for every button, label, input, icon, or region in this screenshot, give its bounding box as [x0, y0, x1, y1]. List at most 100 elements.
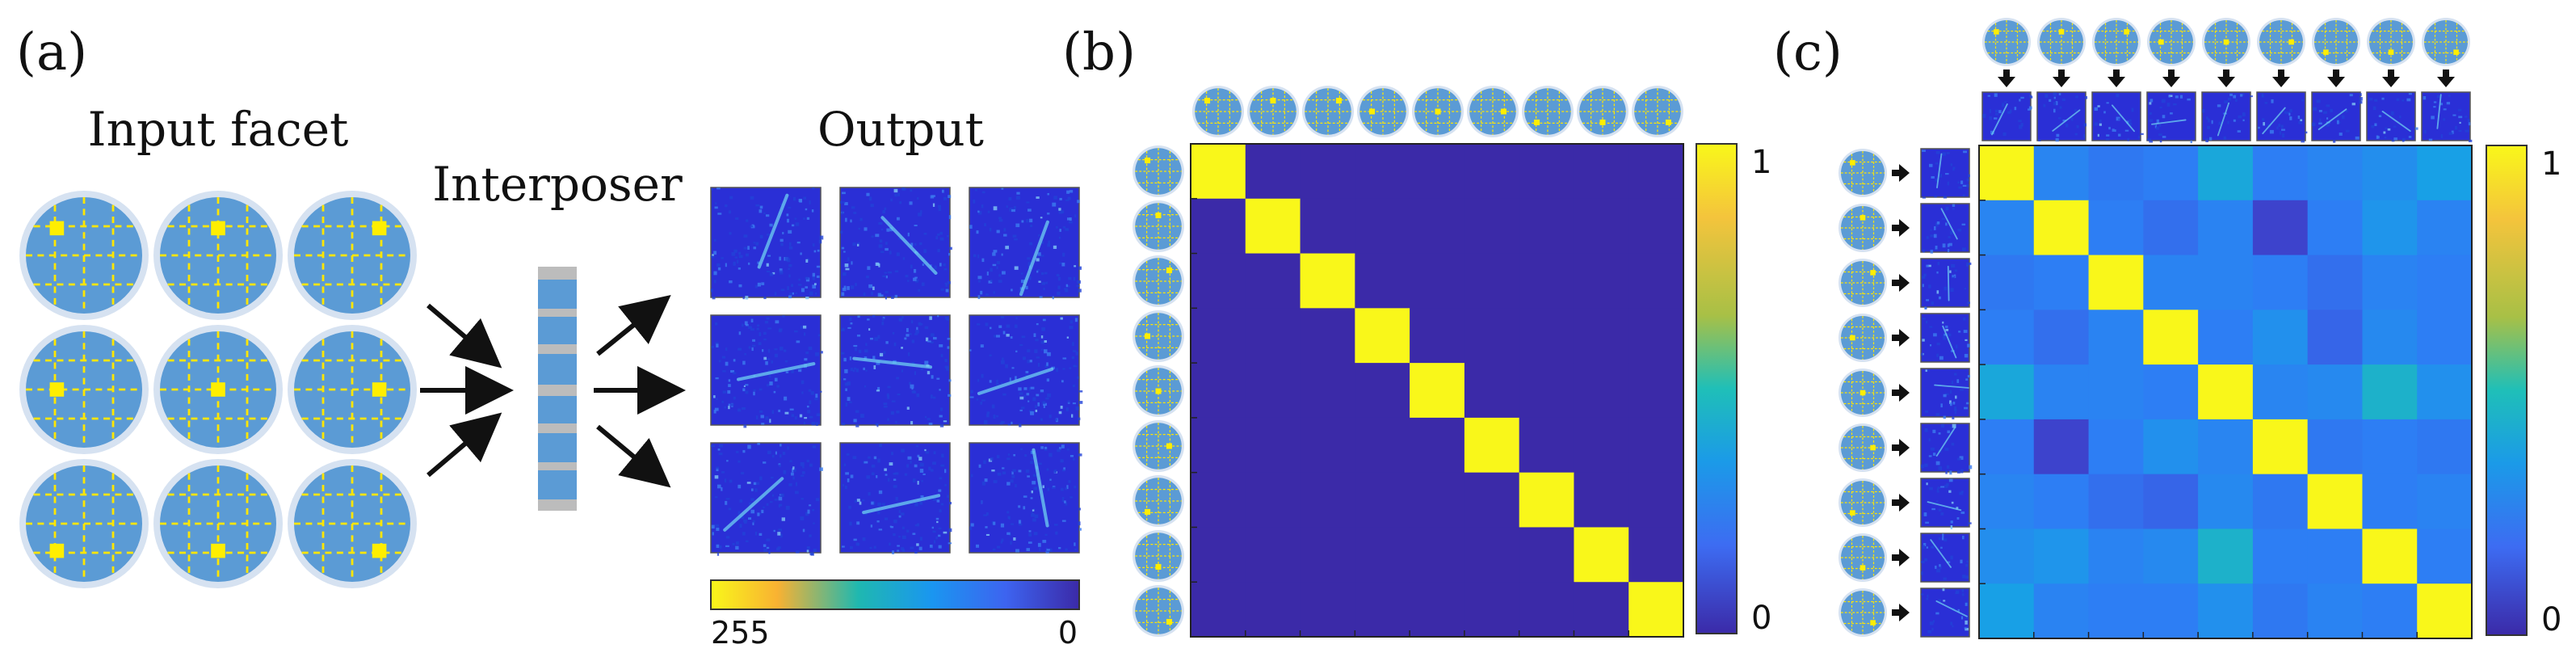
- arrow-right-icon: [1892, 439, 1910, 457]
- heatmap-cell: [1628, 363, 1684, 419]
- heatmap-cell: [1300, 253, 1355, 309]
- output-title: Output: [817, 102, 984, 157]
- heatmap-cell: [1191, 363, 1246, 419]
- heatmap-cell: [2033, 529, 2090, 584]
- arrow-icon: [596, 424, 671, 488]
- speckle-image: [710, 314, 823, 428]
- heatmap-cell: [2143, 310, 2199, 365]
- spot-marker: [211, 543, 225, 558]
- spot-marker: [2223, 39, 2229, 45]
- input-arrows: [420, 303, 514, 478]
- spot-marker: [1145, 158, 1151, 164]
- heatmap-cell: [1355, 198, 1410, 255]
- heatmap-cell: [1245, 472, 1301, 528]
- panel-b: (b) 1 0: [1062, 23, 1771, 638]
- heatmap-cell: [2198, 364, 2254, 420]
- output-arrows: [594, 294, 686, 488]
- heatmap-cell: [2252, 364, 2309, 420]
- heatmap-cell: [1979, 145, 2035, 201]
- matrix-c-column-icons: [1981, 18, 2473, 144]
- facet-icon: [1838, 588, 1887, 637]
- heatmap-cell: [1300, 308, 1355, 364]
- spot-marker: [372, 543, 387, 558]
- spot-marker: [1166, 267, 1172, 274]
- facet-icon: [19, 325, 149, 454]
- heatmap-cell: [2417, 529, 2473, 584]
- spot-marker: [1534, 119, 1540, 125]
- heatmap-cell: [1979, 310, 2035, 365]
- heatmap-cell: [2362, 200, 2418, 256]
- arrow-down-icon: [2382, 69, 2400, 87]
- interposer-strip: [538, 267, 577, 511]
- facet-icon: [1133, 475, 1184, 527]
- facet-icon: [1357, 86, 1409, 137]
- heatmap-cell: [2362, 474, 2418, 529]
- facet-icon: [2147, 18, 2196, 66]
- speckle-image: [2366, 91, 2418, 142]
- spot-marker: [1850, 160, 1855, 166]
- heatmap-cell: [2417, 364, 2473, 420]
- heatmap-cell: [2033, 364, 2090, 420]
- matrix-frame: [1978, 145, 2473, 639]
- heatmap-cell: [1574, 363, 1629, 419]
- colorbar-bottom-label: 0: [1751, 600, 1771, 637]
- heatmap-cell: [1628, 472, 1684, 528]
- heatmap-cell: [1979, 583, 2035, 639]
- spot-marker: [1860, 390, 1866, 396]
- heatmap-cell: [2143, 145, 2199, 201]
- heatmap-cell: [1245, 198, 1301, 255]
- heatmap-cell: [2362, 364, 2418, 420]
- facet-icon: [1192, 86, 1244, 137]
- facet-icon: [1133, 365, 1184, 417]
- heatmap-cell: [1410, 472, 1465, 528]
- heatmap-cell: [1355, 253, 1410, 309]
- facet-icon: [1133, 255, 1184, 307]
- heatmap-cell: [2033, 474, 2090, 529]
- speckle-image: [1920, 313, 1970, 363]
- arrow-icon: [427, 412, 502, 478]
- output-colorbar: 255 0: [710, 579, 1080, 651]
- heatmap-cell: [1519, 253, 1574, 309]
- speckle-image: [839, 187, 952, 300]
- heatmap-cell: [1628, 308, 1684, 364]
- panel-a: (a) Input facet Interposer Output 255 0: [16, 23, 1083, 651]
- heatmap-cell: [2362, 419, 2418, 475]
- facet-icon: [19, 191, 149, 320]
- heatmap-cell: [2033, 310, 2090, 365]
- heatmap-cell: [1574, 198, 1629, 255]
- heatmap-cell: [2252, 200, 2309, 256]
- heatmap-cell: [1410, 363, 1465, 419]
- speckle-image: [1920, 588, 1970, 638]
- heatmap-cell: [2088, 200, 2144, 256]
- speckle-image: [710, 442, 823, 556]
- arrow-down-icon: [2217, 69, 2235, 87]
- panel-a-label: (a): [16, 23, 87, 82]
- arrow-right-icon: [1892, 219, 1910, 237]
- heatmap-cell: [2198, 474, 2254, 529]
- spot-marker: [2323, 49, 2329, 55]
- speckle-image: [1920, 368, 1971, 419]
- heatmap-cell: [1300, 198, 1355, 255]
- speckle-image: [2201, 91, 2253, 142]
- spot-marker: [1145, 333, 1151, 339]
- heatmap-cell: [1464, 363, 1520, 419]
- heatmap-cell: [1519, 363, 1574, 419]
- facet-icon: [1522, 86, 1574, 137]
- speckle-image: [969, 187, 1082, 300]
- colorbar-gradient: [710, 579, 1080, 610]
- heatmap-cell: [1410, 144, 1465, 200]
- heatmap-cell: [2252, 474, 2309, 529]
- facet-icon: [1838, 204, 1887, 252]
- matrix-frame: [1190, 143, 1684, 638]
- spot-marker: [1599, 119, 1606, 125]
- arrow-down-icon: [2327, 69, 2345, 87]
- arrow-down-icon: [2053, 69, 2070, 87]
- heatmap-cell: [2417, 310, 2473, 365]
- heatmap-cell: [1464, 472, 1520, 528]
- heatmap-cell: [1245, 363, 1301, 419]
- spot-marker: [2058, 29, 2065, 35]
- facet-icon: [1838, 369, 1887, 417]
- heatmap-cell: [2198, 529, 2254, 584]
- speckle-image: [2421, 91, 2473, 142]
